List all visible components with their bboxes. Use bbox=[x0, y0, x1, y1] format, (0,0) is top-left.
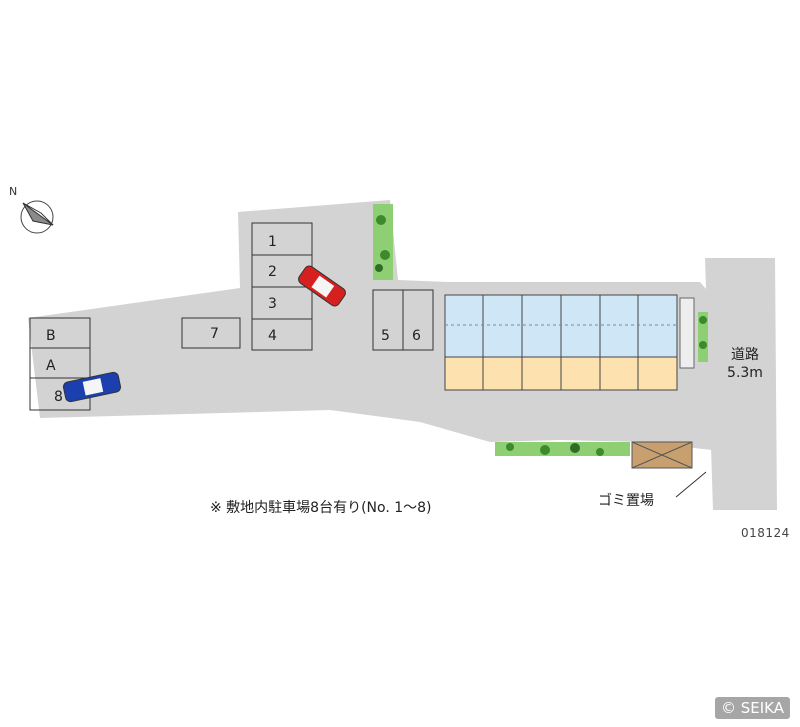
slot-label-8: 8 bbox=[54, 389, 63, 405]
property-code: 018124 bbox=[741, 526, 790, 540]
parking-slot-7 bbox=[181, 317, 241, 349]
parking-slots-5-6 bbox=[372, 289, 434, 351]
road-label-width: 5.3m bbox=[727, 365, 763, 381]
greenery-right bbox=[698, 312, 708, 362]
slot-label-2: 2 bbox=[268, 264, 277, 280]
north-arrow-icon: N bbox=[9, 185, 54, 234]
copyright-watermark: © SEIKA bbox=[714, 697, 790, 719]
slot-label-3: 3 bbox=[268, 296, 277, 312]
red-car-icon bbox=[298, 265, 346, 307]
slot-label-4: 4 bbox=[268, 328, 277, 344]
road bbox=[705, 258, 777, 510]
parking-slots-b-a-8 bbox=[29, 317, 91, 411]
svg-text:N: N bbox=[9, 185, 17, 198]
parking-note: ※ 敷地内駐車場8台有り(No. 1～8) bbox=[210, 500, 432, 516]
slot-label-7: 7 bbox=[210, 326, 219, 342]
road-label: 道路 5.3m bbox=[722, 346, 768, 382]
building bbox=[444, 294, 678, 391]
road-label-name: 道路 bbox=[731, 347, 759, 363]
slot-label-a: A bbox=[46, 358, 56, 374]
shrubs-bottom bbox=[495, 442, 630, 456]
blue-car-icon bbox=[62, 371, 122, 403]
trash-area-label: ゴミ置場 bbox=[598, 493, 654, 509]
slot-label-6: 6 bbox=[412, 328, 421, 344]
slot-label-5: 5 bbox=[381, 328, 390, 344]
slot-label-1: 1 bbox=[268, 234, 277, 250]
slot-label-b: B bbox=[46, 328, 56, 344]
